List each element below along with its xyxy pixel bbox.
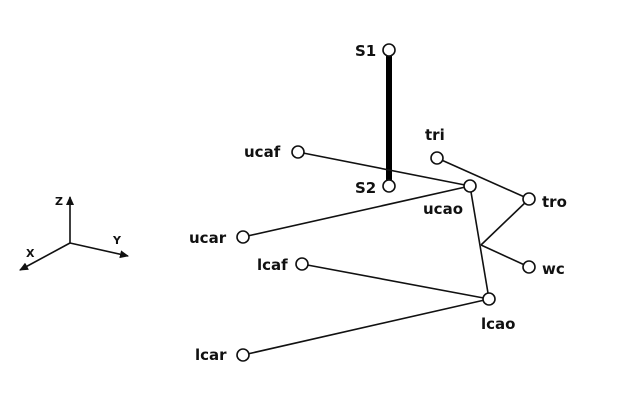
link-tri-tro	[436, 157, 530, 200]
node-lcao	[482, 292, 496, 306]
y-axis-arrow	[69, 242, 129, 259]
link-lcar-lcao	[242, 298, 490, 356]
node-tro	[522, 192, 536, 206]
links	[242, 50, 530, 356]
node-labels: S1 S2 ucaf ucao ucar tri tro wc lcaf lca…	[189, 42, 567, 364]
label-ucar: ucar	[189, 229, 227, 247]
node-lcar	[236, 348, 250, 362]
label-ucaf: ucaf	[244, 143, 281, 161]
node-tri	[430, 151, 444, 165]
link-ucar-ucao	[242, 185, 471, 238]
node-s2	[382, 179, 396, 193]
link-lcaf-lcao	[301, 263, 490, 300]
label-lcar: lcar	[195, 346, 227, 364]
node-ucao	[463, 179, 477, 193]
y-axis-label: Y	[112, 234, 122, 247]
label-ucao: ucao	[423, 200, 463, 218]
node-wc	[522, 260, 536, 274]
nodes	[236, 43, 536, 362]
link-upright-wc	[480, 244, 530, 268]
label-tro: tro	[542, 193, 567, 211]
axis-triad: Z Y X	[19, 195, 129, 271]
link-tro-upright	[480, 198, 530, 246]
label-lcao: lcao	[481, 315, 515, 333]
x-axis-label: X	[26, 247, 35, 260]
label-tri: tri	[425, 126, 445, 144]
label-lcaf: lcaf	[257, 256, 288, 274]
z-axis-label: Z	[55, 195, 63, 208]
node-s1	[382, 43, 396, 57]
x-axis-arrow	[19, 242, 71, 271]
link-ucaf-ucao	[297, 151, 471, 187]
node-lcaf	[295, 257, 309, 271]
label-wc: wc	[542, 260, 565, 278]
label-s1: S1	[355, 42, 376, 60]
label-s2: S2	[355, 179, 376, 197]
node-ucaf	[291, 145, 305, 159]
node-ucar	[236, 230, 250, 244]
link-ucao-lcao	[469, 185, 490, 300]
